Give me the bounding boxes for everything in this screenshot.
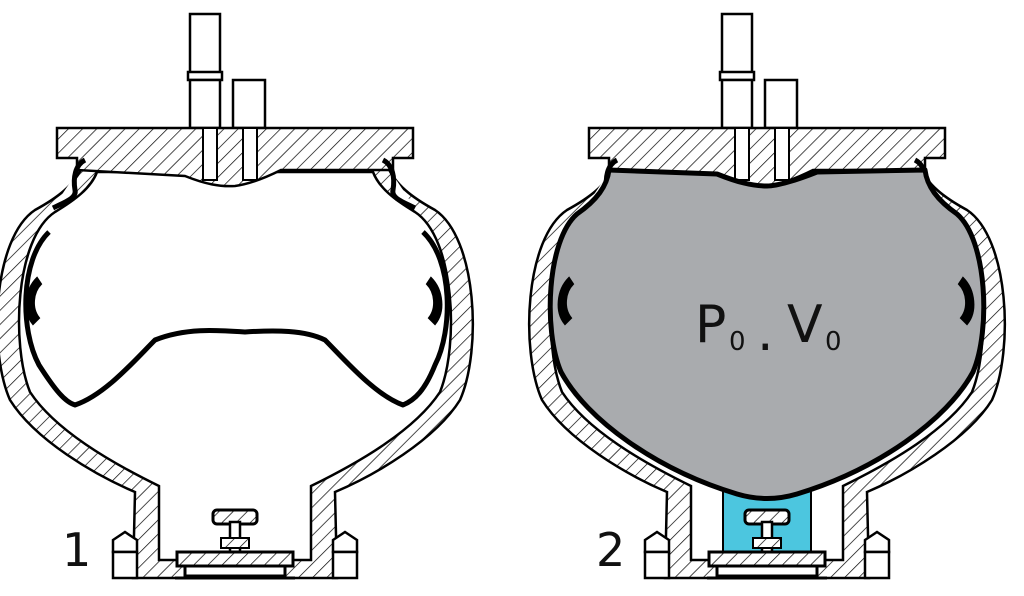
figure-number-2: 2	[596, 523, 625, 577]
accumulator-2: P 0 . V 0	[529, 14, 1005, 578]
accumulator-1	[0, 14, 473, 578]
bladder-collapsed	[23, 230, 450, 408]
formula-p-sub: 0	[729, 327, 746, 357]
shell-1	[0, 14, 473, 578]
bladder-precharged	[547, 167, 987, 501]
precharge-formula: P 0 . V 0	[695, 295, 842, 363]
formula-v: V	[787, 295, 823, 355]
formula-dot: .	[757, 303, 774, 363]
formula-v-sub: 0	[825, 327, 842, 357]
valve-1	[173, 508, 297, 580]
formula-p: P	[695, 295, 726, 355]
figure-number-1: 1	[62, 523, 91, 577]
